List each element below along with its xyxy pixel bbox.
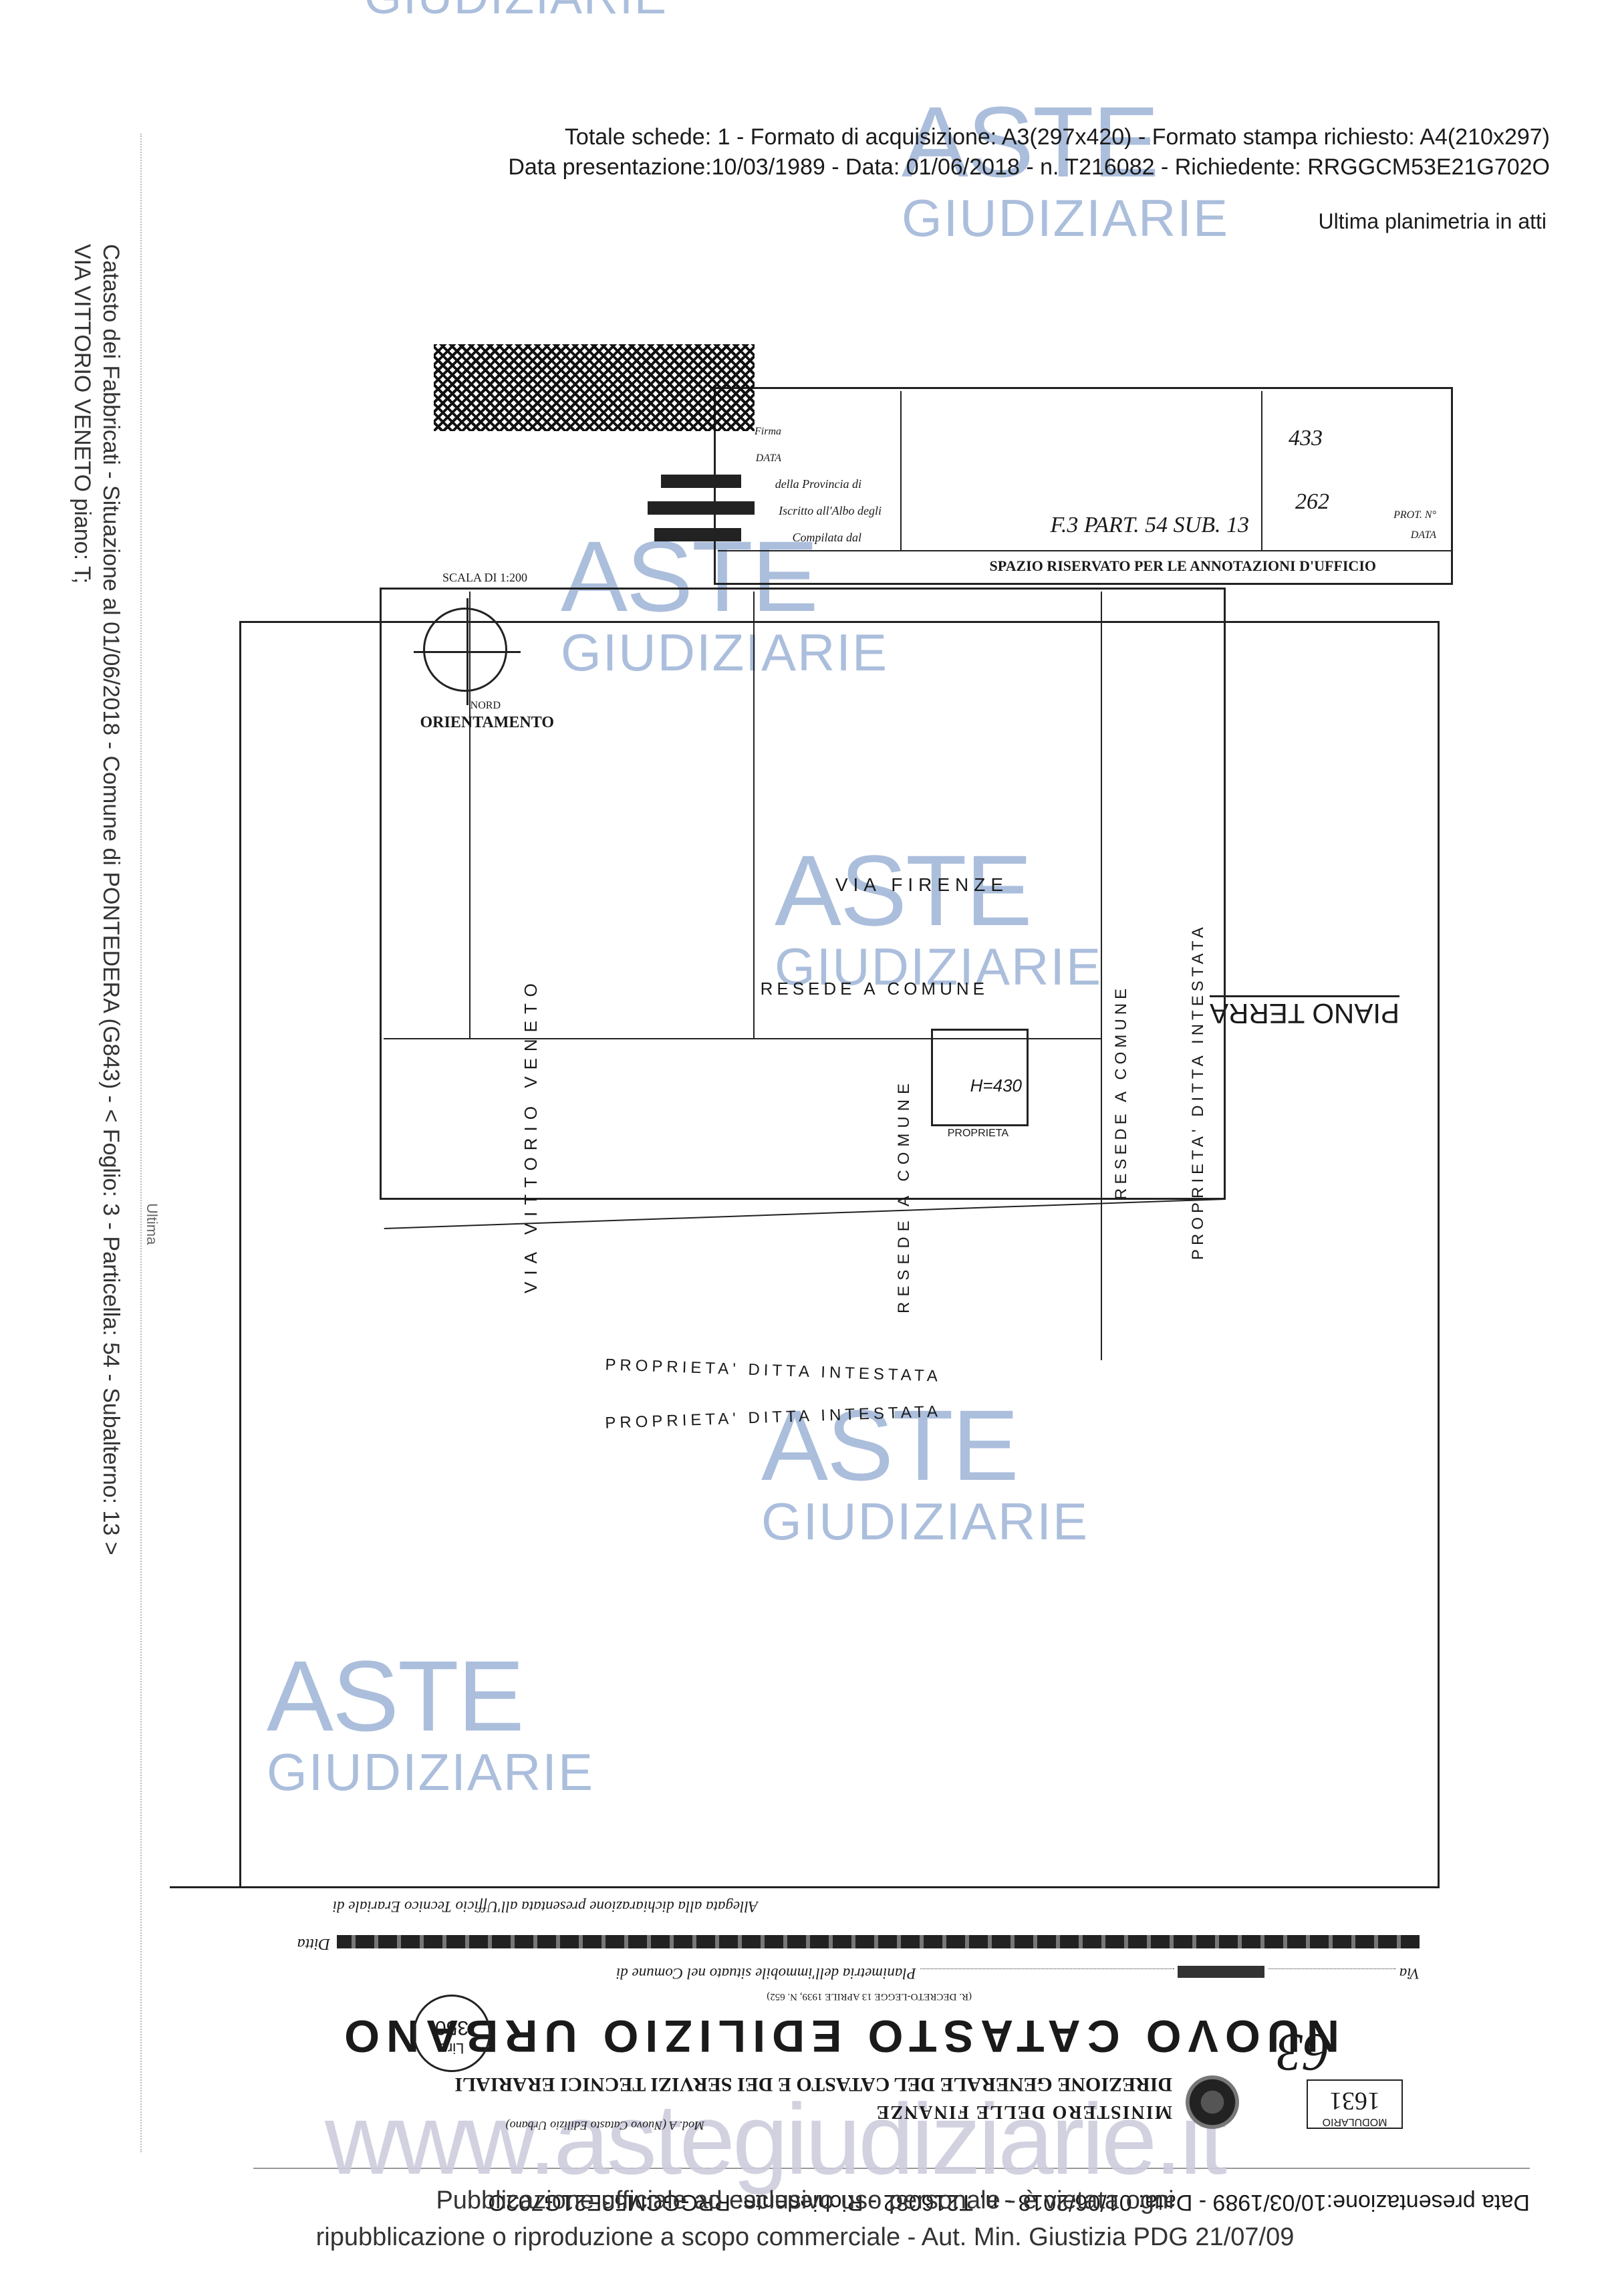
- signature-redacted: [434, 344, 755, 431]
- resede-top-label: RESEDE A COMUNE: [760, 979, 988, 999]
- plan-line-internal-1: [1101, 592, 1102, 1039]
- office-num-262: 262: [1295, 489, 1329, 514]
- ditta-label: Ditta: [297, 1935, 330, 1952]
- office-prot-label: PROT. N°: [1393, 509, 1436, 521]
- lire-value: 350: [434, 2016, 469, 2039]
- planimetria-text: Planimetria dell'immobile situato nel Co…: [616, 1965, 916, 1982]
- compass: [423, 608, 507, 692]
- plan-line-internal-5: [1101, 1039, 1102, 1360]
- building-outline: [380, 588, 1226, 1200]
- footer-line2: ripubblicazione o riproduzione a scopo c…: [315, 2223, 1295, 2252]
- mod-label: Mod. A (Nuovo Catasto Edilizio Urbano): [505, 2119, 704, 2132]
- direzione-label: DIREZIONE GENERALE DEL CATASTO E DEI SER…: [454, 2073, 1172, 2095]
- office-col-divider: [1261, 391, 1262, 551]
- nord-label: NORD: [470, 700, 501, 711]
- redacted-iscritto: [648, 501, 755, 515]
- footer-line1: Pubblicazione ufficiale ad esclusivo uso…: [436, 2186, 1174, 2214]
- h-label: H=430: [970, 1075, 1022, 1096]
- via-firenze-label: VIA FIRENZE: [835, 874, 1009, 895]
- stamp-number: 1631: [1329, 2087, 1380, 2115]
- proprieta-small-label: PROPRIETA: [947, 1128, 1009, 1139]
- resede-mid-label: RESEDE A COMUNE: [1112, 984, 1130, 1200]
- lire-circle: Lire 350: [413, 1995, 491, 2072]
- top-watermark: GIUDIZIARIE: [364, 0, 668, 21]
- iscritto-label: Iscritto all'Albo degli: [779, 504, 882, 517]
- office-row-divider: [718, 550, 1453, 551]
- proprieta-right-label: PROPRIETA' DITTA INTESTATA: [1189, 923, 1207, 1260]
- plan-line-internal-4: [753, 592, 755, 1039]
- orientamento-label: ORIENTAMENTO: [420, 714, 554, 731]
- redacted-provincia: [661, 475, 741, 488]
- side-dotted-line: [140, 134, 142, 2152]
- presentazione-line-top: Data presentazione:10/03/1989 - Data: 01…: [508, 154, 1550, 180]
- decreto-label: (R. DECRETO-LEGGE 13 APRILE 1939, N. 652…: [767, 1991, 972, 2002]
- office-num-433: 433: [1289, 426, 1323, 451]
- modulario-box: MODULARIO 1631: [1307, 2079, 1403, 2129]
- lire-label: Lire: [439, 2040, 464, 2057]
- provincia-label: della Provincia di: [775, 477, 861, 491]
- compass-cross-h: [414, 651, 521, 653]
- allegata-label: Allegata alla dichiarazione presentata a…: [332, 1898, 758, 1915]
- piano-label: PIANO TERRA: [1210, 995, 1399, 1029]
- resede-left-label: RESEDE A COMUNE: [895, 1077, 913, 1313]
- modulario-label: MODULARIO: [1322, 2116, 1387, 2128]
- office-right-divider: [900, 391, 902, 551]
- ditta-redacted: [337, 1935, 1420, 1948]
- firma-label: Firma: [755, 426, 781, 437]
- office-data-label: DATA: [1410, 529, 1436, 541]
- scala-label: SCALA DI 1:200: [442, 571, 527, 584]
- planimetria-in-atti: Ultima planimetria in atti: [1318, 209, 1547, 233]
- emblem: [1186, 2075, 1239, 2129]
- firma-data-label: DATA: [755, 453, 781, 464]
- office-ref: F.3 PART. 54 SUB. 13: [1050, 513, 1249, 537]
- footer: Pubblicazione ufficiale ad esclusivo uso…: [0, 2182, 1610, 2256]
- planimetria-label: Via Planimetria dell'immobile situato ne…: [616, 1964, 1420, 1982]
- office-title: SPAZIO RISERVATO PER LE ANNOTAZIONI D'UF…: [989, 557, 1376, 574]
- compilata-label: Compilata dal: [792, 531, 861, 544]
- via-label: Via: [1399, 1965, 1420, 1982]
- via-vittorio-label: VIA VITTORIO VENETO: [521, 977, 541, 1293]
- schede-line: Totale schede: 1 - Formato di acquisizio…: [564, 124, 1550, 150]
- ministero-label: MINISTERO DELLE FINANZE: [875, 2101, 1172, 2122]
- redacted-compilata: [654, 528, 741, 541]
